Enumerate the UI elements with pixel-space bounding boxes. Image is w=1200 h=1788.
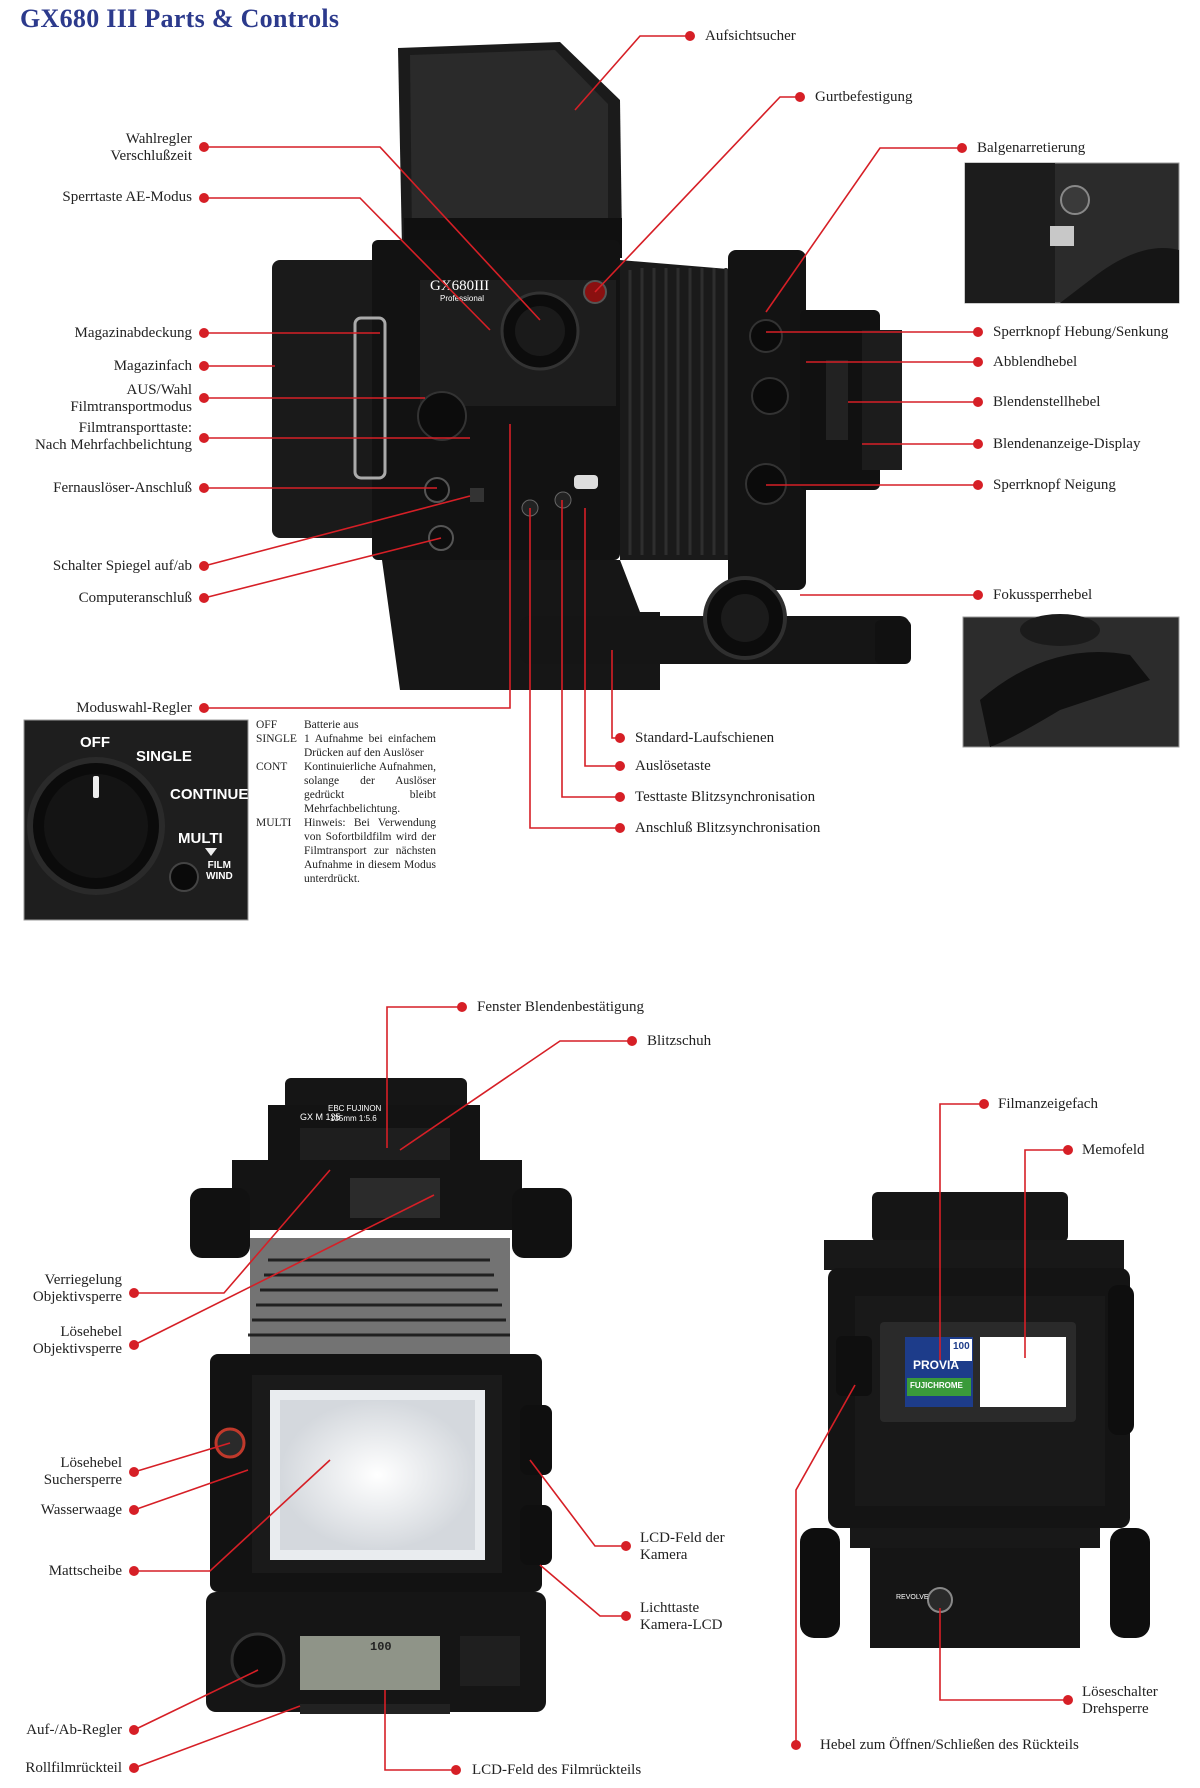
revolve-text: REVOLVE [896,1594,929,1601]
brand-sub: Professional [440,294,485,303]
label-blitzschuh: Blitzschuh [647,1033,712,1049]
label-anschluss-blitz: Anschluß Blitzsynchronisation [635,820,821,836]
label-magazinabdeckung: Magazinabdeckung [74,325,192,341]
lens-spec: 135mm 1:5.6 [330,1114,377,1123]
label-balgenarretierung: Balgenarretierung [977,140,1086,156]
label-blendenanzeige: Blendenanzeige-Display [993,436,1141,452]
label-fenster: Fenster Blendenbestätigung [477,999,645,1015]
label-sperrtaste-ae: Sperrtaste AE-Modus [62,189,192,205]
lens-standard [728,250,902,590]
label-loesehebel-obj: Lösehebel Objektivsperre [32,1324,122,1357]
label-aus-wahl: AUS/Wahl Filmtransportmodus [70,382,192,415]
bellows [620,260,740,560]
film-box-iso: 100 [953,1341,970,1352]
label-computeranschluss: Computeranschluß [78,590,192,606]
label-lcd-kamera: LCD-Feld der Kamera [640,1530,725,1563]
label-filmtransporttaste: Filmtransporttaste: Nach Mehrfachbelicht… [34,420,192,453]
back-lcd-value: 100 [370,1640,392,1654]
label-verriegelung: Verriegelung Objektivsperre [32,1272,122,1305]
label-blendenstellhebel: Blendenstellhebel [993,394,1101,410]
label-fokussperrhebel: Fokussperrhebel [993,587,1093,603]
dial-film-wind: FILM WIND [206,860,233,882]
dial-continue: CONTINUE [170,786,249,803]
label-wasserwaage: Wasserwaage [40,1502,122,1518]
label-lcd-film: LCD-Feld des Filmrückteils [472,1762,642,1778]
label-schalter-spiegel: Schalter Spiegel auf/ab [52,558,192,574]
label-filmanzeigefach: Filmanzeigefach [998,1096,1098,1112]
dial-multi: MULTI [178,830,223,847]
label-gurtbefestigung: Gurtbefestigung [815,89,913,105]
brand-badge: GX680III [430,278,490,294]
camera-body-side [272,240,620,560]
film-box-brand: PROVIA [913,1358,960,1372]
label-hebel-oeffnen: Hebel zum Öffnen/Schließen des Rückteils [820,1737,1079,1753]
label-lichttaste: Lichttaste Kamera-LCD [640,1600,723,1633]
camera-rear-view [190,1078,572,1714]
dial-single: SINGLE [136,748,192,765]
label-aufsichtsucher: Aufsichtsucher [705,28,796,44]
focusing-rail [520,576,911,664]
label-standard-laufschienen: Standard-Laufschienen [635,730,775,746]
label-loeseschalter: Löseschalter Drehsperre [1082,1684,1158,1717]
waist-level-finder [398,42,622,262]
lens-model: GX M 135 [300,1112,341,1122]
label-fernausloeser: Fernauslöser-Anschluß [53,480,192,496]
label-rollfilm: Rollfilmrückteil [25,1760,122,1776]
film-back [800,1192,1150,1648]
label-testtaste: Testtaste Blitzsynchronisation [635,789,816,805]
label-loesehebel-sucher: Lösehebel Suchersperre [43,1455,122,1488]
label-mattscheibe: Mattscheibe [48,1563,122,1579]
label-ausloesetaste: Auslösetaste [635,758,711,774]
label-sperrknopf-hebung: Sperrknopf Hebung/Senkung [993,324,1169,340]
label-abblendhebel: Abblendhebel [993,354,1078,370]
label-sperrknopf-neigung: Sperrknopf Neigung [993,477,1116,493]
page-title: GX680 III Parts & Controls [20,4,340,33]
label-magazinfach: Magazinfach [113,358,192,374]
label-memofeld: Memofeld [1082,1142,1145,1158]
film-box-sub: FUJICHROME [910,1381,963,1390]
dial-off: OFF [80,734,110,751]
label-wahlregler: Wahlregler Verschlußzeit [110,131,192,164]
label-auf-ab: Auf-/Ab-Regler [26,1722,122,1738]
label-moduswahl: Moduswahl-Regler [76,700,192,716]
lens-brand: EBC FUJINON [328,1104,382,1113]
